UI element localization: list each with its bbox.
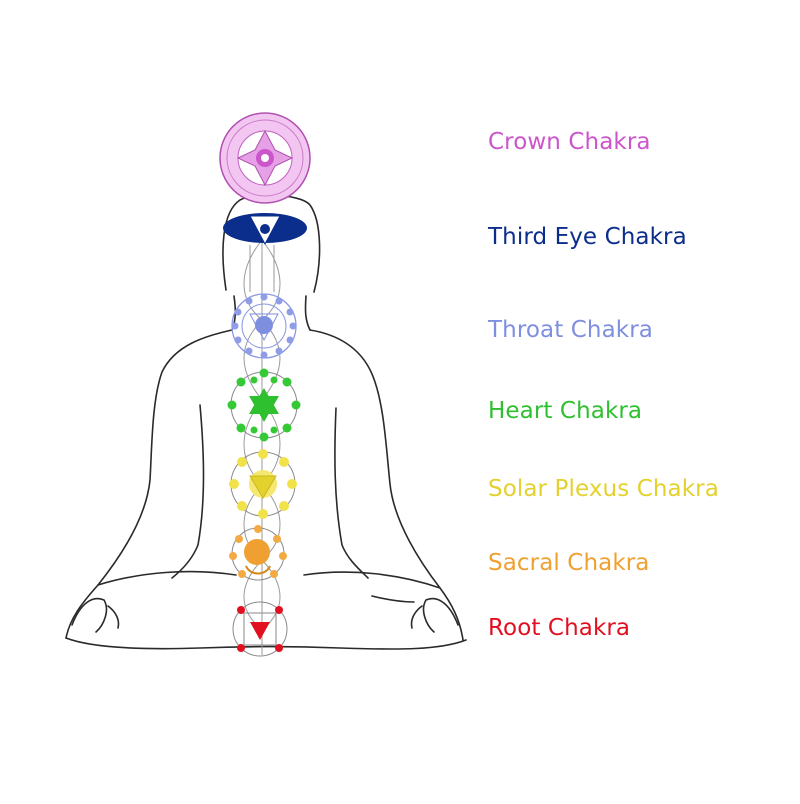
label-third-eye-chakra: Third Eye Chakra bbox=[488, 224, 687, 250]
label-root-chakra: Root Chakra bbox=[488, 615, 631, 641]
label-throat-chakra: Throat Chakra bbox=[488, 317, 653, 343]
nadi-channels bbox=[243, 230, 281, 655]
sacral-chakra-symbol bbox=[229, 525, 287, 581]
label-sacral-chakra: Sacral Chakra bbox=[488, 550, 650, 576]
label-crown-chakra: Crown Chakra bbox=[488, 129, 651, 155]
label-heart-chakra: Heart Chakra bbox=[488, 398, 643, 424]
crown-chakra-symbol bbox=[219, 112, 311, 204]
third-eye-chakra-symbol bbox=[223, 213, 307, 246]
label-solar-plexus-chakra: Solar Plexus Chakra bbox=[488, 476, 719, 502]
solar-plexus-chakra-symbol bbox=[229, 449, 297, 519]
heart-chakra-symbol bbox=[227, 368, 301, 442]
root-chakra-symbol bbox=[232, 601, 288, 657]
body-outline bbox=[65, 194, 467, 650]
throat-chakra-symbol bbox=[231, 293, 297, 359]
